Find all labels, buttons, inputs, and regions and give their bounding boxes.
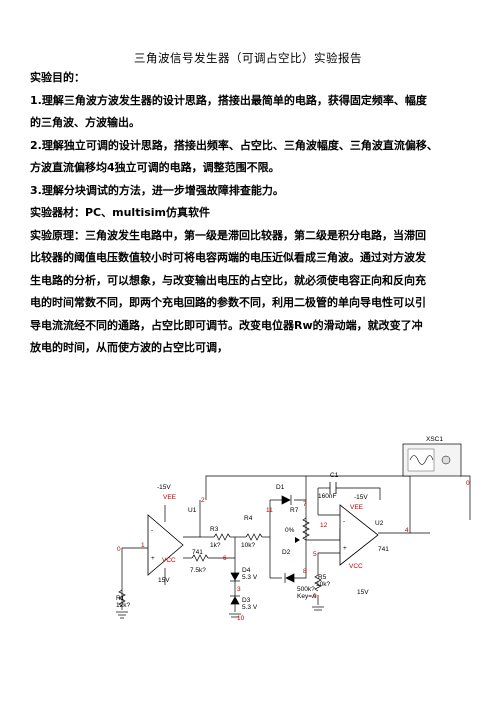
d1-ref: D1 — [276, 484, 285, 491]
node-0-right: 0 — [466, 480, 470, 487]
node-9: 9 — [313, 593, 317, 600]
u2-vcc: VCC — [349, 563, 363, 570]
opamp-u2: - + -15V VEE U2 VCC 741 15V — [339, 494, 389, 596]
principle-line-2: 比较器的阈值电压数值较小时可将电容两端的电压近似看成三角波。通过对方波发 — [30, 251, 426, 264]
r5-ref: R5 — [318, 574, 327, 581]
svg-text:-: - — [343, 518, 345, 525]
purpose-line-4: 方波直流偏移均4独立可调的电路，调整范围不限。 — [30, 161, 280, 174]
u2-vee-voltage: -15V — [354, 494, 368, 501]
u2-ref: U2 — [375, 520, 384, 527]
svg-text:+: + — [151, 555, 155, 562]
r2-value: 7.5k? — [190, 567, 206, 574]
d4-value: 5.3 V — [242, 574, 258, 581]
principle-line-3: 生电路的分析，可以想象，与改变输出电压的占空比，就必须使电容正向和反向充 — [30, 273, 426, 287]
u2-vcc-voltage: 15V — [357, 589, 369, 596]
principle-line-5: 导电流流经不同的通路，占空比即可调节。改变电位器Rw的滑动端，就改变了冲 — [30, 318, 423, 332]
r4-ref: R4 — [244, 515, 253, 522]
r5-value: 10k? — [316, 581, 330, 588]
node-5: 5 — [313, 551, 317, 558]
principle-line-4: 电的时间常数不同，即两个充电回路的参数不同，利用二极管的单向导电性可以引 — [30, 296, 426, 309]
r3-value: 1k? — [210, 542, 221, 549]
document-title: 三角波信号发生器（可调占空比）实验报告 — [134, 51, 362, 65]
node-1: 1 — [141, 542, 145, 549]
d4-ref: D4 — [242, 567, 251, 574]
purpose-line-3: 2.理解独立可调的设计思路，搭接出频率、占空比、三角波幅度、三角波直流偏移、 — [30, 138, 438, 152]
principle-line-6: 放电的时间，从而使方波的占空比可调， — [30, 341, 228, 354]
r1-value: 12k? — [116, 602, 130, 609]
d3-value: 5.3 V — [242, 604, 258, 611]
node-10: 10 — [237, 615, 245, 622]
u2-model: 741 — [378, 546, 389, 553]
u1-ref: U1 — [188, 507, 197, 514]
node-11: 11 — [266, 507, 273, 514]
node-7: 7 — [303, 501, 307, 508]
equipment-line: 实验器材：PC、multisim仿真软件 — [30, 206, 211, 219]
node-6: 6 — [223, 555, 227, 562]
node-0-left: 0 — [117, 546, 121, 553]
c1-ref: C1 — [330, 472, 339, 479]
u1-vcc: VCC — [162, 557, 176, 564]
node-8: 8 — [303, 568, 307, 575]
r7-percent: 0% — [285, 527, 295, 534]
d3-ref: D3 — [242, 597, 251, 604]
u1-vee-voltage: -15V — [157, 484, 171, 491]
svg-text:+: + — [343, 545, 347, 552]
c1-value: 160nF — [318, 493, 336, 500]
svg-text:-: - — [151, 527, 153, 534]
purpose-line-1: 1.理解三角波方波发生器的设计思路，搭接出最简单的电路，获得固定频率、幅度 — [30, 93, 427, 107]
purpose-line-2: 的三角波、方波输出。 — [30, 116, 140, 129]
oscilloscope-xsc1: XSC1 — [402, 436, 462, 477]
d2-ref: D2 — [282, 549, 291, 556]
r7-value: 500k? — [297, 586, 315, 593]
r7-key: Key=A — [297, 593, 317, 600]
node-3: 3 — [237, 586, 241, 593]
r1-ref: R1 — [116, 595, 125, 602]
opamp-u1: - + -15V VEE U1 VCC 741 15V — [147, 484, 203, 585]
node-2: 2 — [201, 497, 205, 504]
u1-vee: VEE — [163, 494, 177, 501]
purpose-line-5: 3.理解分块调试的方法，进一步增强故障排查能力。 — [30, 183, 284, 197]
r7-ref: R7 — [290, 507, 299, 514]
purpose-heading: 实验目的： — [30, 71, 85, 84]
r3-ref: R3 — [210, 526, 219, 533]
r4-value: 10k? — [241, 542, 255, 549]
u1-vcc-voltage: 15V — [158, 577, 170, 584]
scope-label: XSC1 — [426, 436, 443, 443]
report-body: 实验目的： 1.理解三角波方波发生器的设计思路，搭接出最简单的电路，获得固定频率… — [30, 67, 476, 360]
node-4: 4 — [405, 527, 409, 534]
principle-line-1: 实验原理：三角波发生电路中，第一级是滞回比较器，第二级是积分电路，当滞回 — [30, 228, 426, 242]
u1-model: 741 — [192, 549, 203, 556]
node-12: 12 — [320, 522, 328, 529]
u2-vee: VEE — [350, 504, 364, 511]
